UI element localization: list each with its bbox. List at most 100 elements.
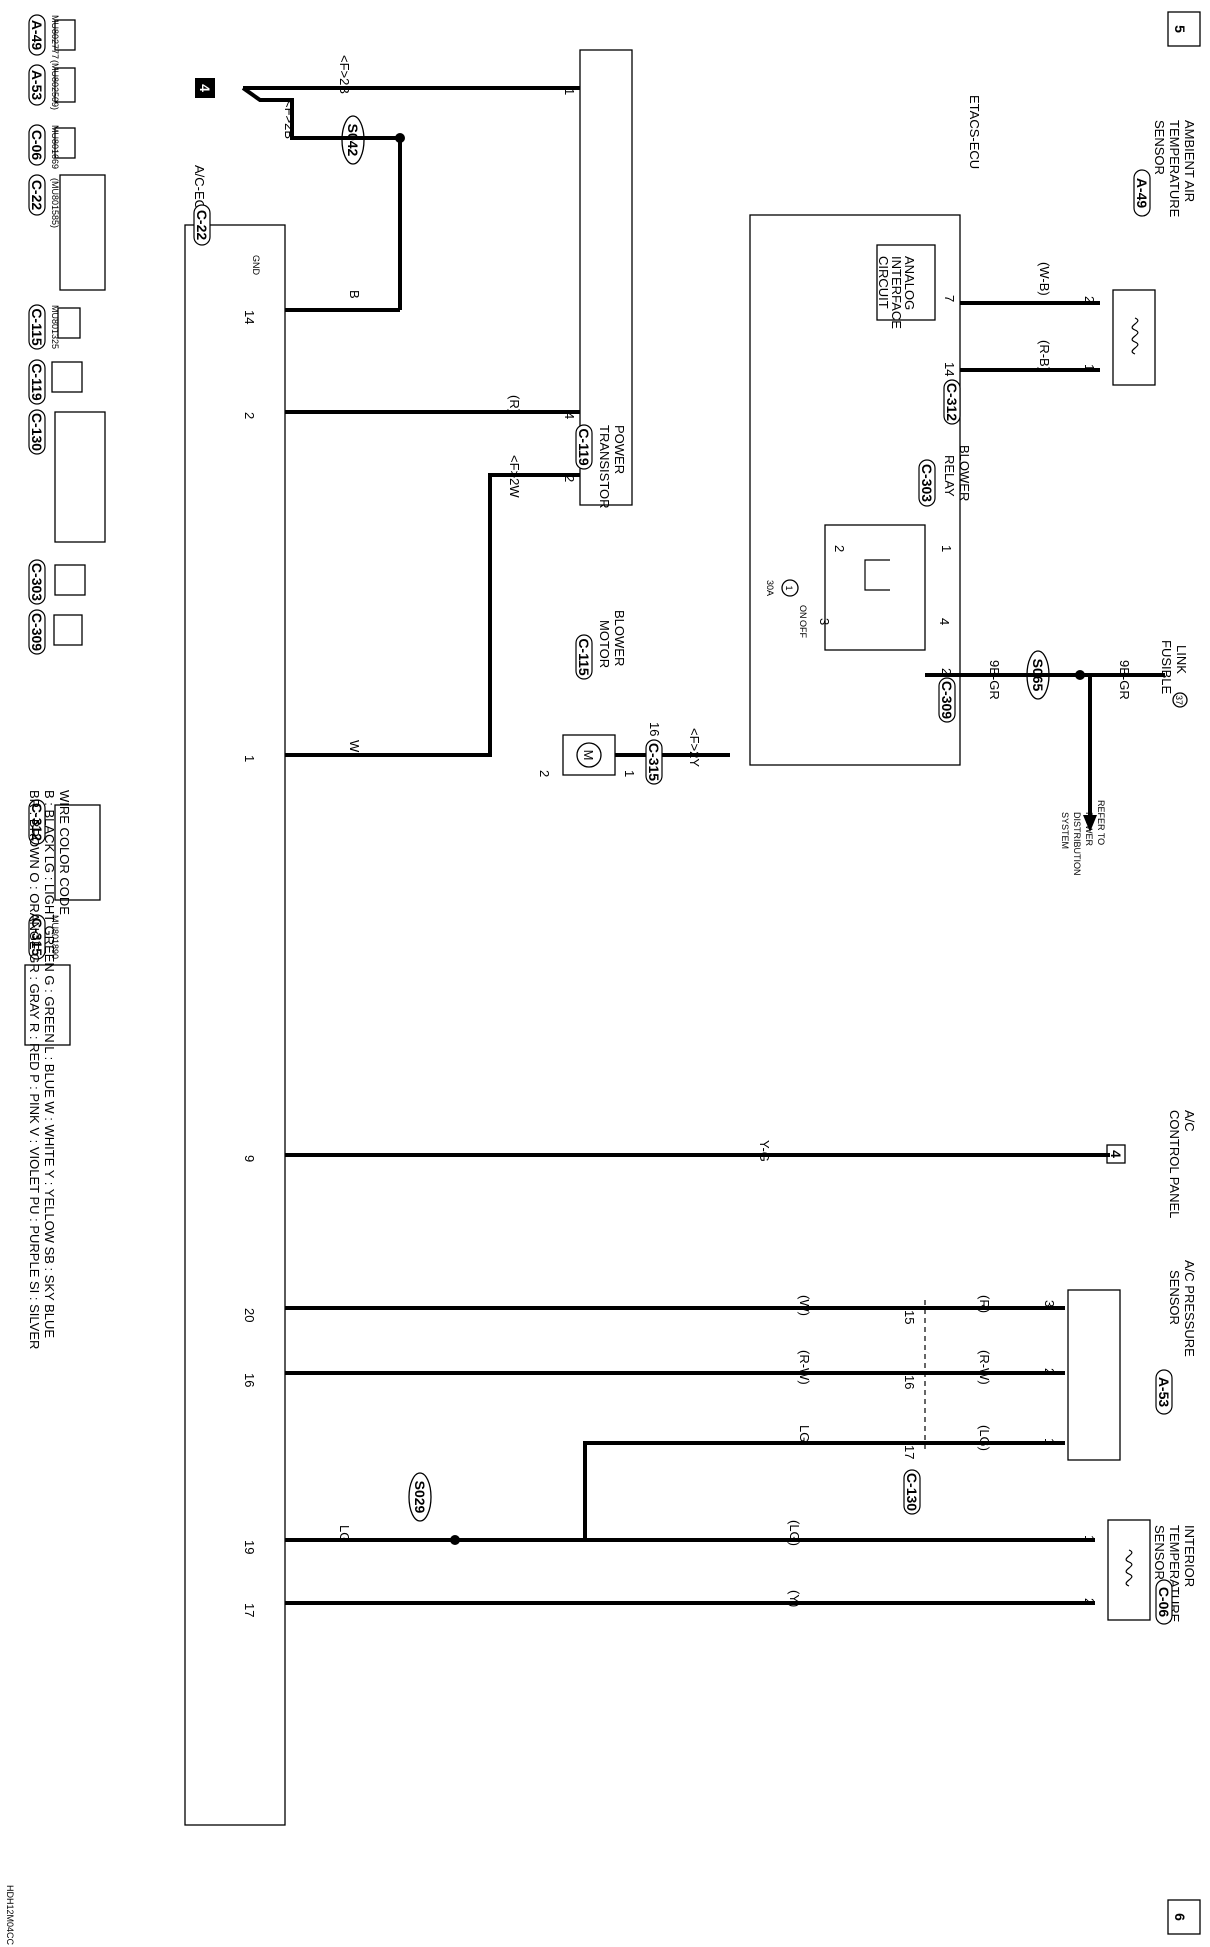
svg-text:SYSTEM: SYSTEM bbox=[1060, 812, 1070, 849]
svg-text:4: 4 bbox=[197, 84, 213, 92]
svg-text:16: 16 bbox=[242, 1373, 257, 1387]
svg-text:BR : BROWN O : ORANGE GR :: BR : BROWN O : ORANGE GR : GRAY R : RED … bbox=[27, 790, 42, 1349]
connector-c130: C-130 bbox=[903, 1469, 921, 1515]
wire-label-f2y: <F>2Y bbox=[687, 728, 702, 767]
wire-label-f2w: <F>2W bbox=[507, 455, 522, 498]
svg-text:1: 1 bbox=[1082, 364, 1097, 371]
svg-text:2: 2 bbox=[242, 412, 257, 419]
svg-text:A-53: A-53 bbox=[29, 70, 45, 101]
svg-text:LINK: LINK bbox=[1174, 645, 1189, 674]
svg-text:A-49: A-49 bbox=[1134, 178, 1150, 209]
svg-text:CONTROL PANEL: CONTROL PANEL bbox=[1167, 1110, 1182, 1218]
svg-text:REFER TO: REFER TO bbox=[1096, 800, 1106, 845]
legend-a-49: A-49 MU802777 bbox=[28, 14, 76, 59]
svg-text:ETACS-ECU: ETACS-ECU bbox=[967, 95, 982, 169]
svg-text:6: 6 bbox=[1172, 1913, 1188, 1921]
svg-text:AMBIENT AIR: AMBIENT AIR bbox=[1182, 120, 1197, 202]
svg-text:20: 20 bbox=[242, 1308, 257, 1322]
fusible-link: FUSIBLE LINK 37 bbox=[1150, 640, 1189, 708]
svg-text:MOTOR: MOTOR bbox=[597, 620, 612, 668]
legend-c-303: C-303 bbox=[28, 559, 86, 605]
page-number-5: 5 bbox=[1167, 11, 1201, 47]
ground-wire bbox=[241, 86, 400, 140]
wire-label-w-paren: (W) bbox=[797, 1295, 812, 1316]
c315-pin-16: 16 bbox=[647, 722, 662, 736]
figure-code: HDH12M04CC bbox=[5, 1885, 15, 1946]
wire-label-lg-paren-a: (LG) bbox=[977, 1425, 992, 1451]
legend-c-119: C-119 bbox=[28, 359, 83, 405]
svg-text:C-119: C-119 bbox=[576, 428, 592, 466]
wire-label-f2b-top: <F>2B bbox=[337, 55, 352, 94]
svg-text:9: 9 bbox=[242, 1155, 257, 1162]
svg-text:CIRCUIT: CIRCUIT bbox=[876, 256, 891, 309]
svg-text:C-309: C-309 bbox=[29, 613, 45, 651]
svg-text:1: 1 bbox=[242, 755, 257, 762]
svg-text:S042: S042 bbox=[345, 124, 361, 157]
svg-text:INTERFACE: INTERFACE bbox=[889, 256, 904, 329]
svg-text:S029: S029 bbox=[412, 1481, 428, 1514]
svg-text:ON: ON bbox=[798, 605, 808, 619]
wire-lg-17 bbox=[285, 1441, 1065, 1542]
legend-c-309: C-309 bbox=[28, 609, 83, 655]
svg-text:C-312: C-312 bbox=[944, 383, 960, 421]
svg-text:MU801890: MU801890 bbox=[50, 915, 60, 959]
svg-text:14: 14 bbox=[242, 310, 257, 324]
svg-text:5: 5 bbox=[1172, 25, 1188, 33]
svg-text:1: 1 bbox=[562, 88, 577, 95]
wire-label-9b-gr-a: 9B-GR bbox=[987, 660, 1002, 700]
svg-text:C-303: C-303 bbox=[919, 464, 935, 502]
svg-text:1: 1 bbox=[1042, 1438, 1057, 1445]
wire-label-r-b: (R-B) bbox=[1037, 340, 1052, 371]
svg-text:FUSIBLE: FUSIBLE bbox=[1159, 640, 1174, 695]
svg-text:A-53: A-53 bbox=[1156, 1377, 1172, 1408]
svg-text:C-119: C-119 bbox=[29, 363, 45, 401]
svg-text:C-315: C-315 bbox=[29, 918, 45, 956]
svg-text:2: 2 bbox=[832, 545, 847, 552]
wire-label-rw-a: (R-W) bbox=[977, 1350, 992, 1385]
svg-text:SENSOR: SENSOR bbox=[1152, 1525, 1167, 1580]
interior-temperature-sensor: INTERIOR TEMPERATURE SENSOR C-06 1 2 bbox=[1082, 1519, 1197, 1625]
svg-text:S065: S065 bbox=[1030, 659, 1046, 692]
svg-text:2: 2 bbox=[1042, 1368, 1057, 1375]
splice-s029: S029 bbox=[408, 1472, 460, 1545]
svg-text:37: 37 bbox=[1174, 695, 1184, 705]
svg-text:2: 2 bbox=[1082, 296, 1097, 303]
connector-legend: A-49 MU802777 A-53 (MU802509) C-06 MU801… bbox=[24, 14, 106, 1046]
svg-text:M: M bbox=[581, 750, 596, 761]
wire-label-lg-paren-b: (LG) bbox=[787, 1520, 802, 1546]
wire-color-code: WIRE COLOR CODE B : BLACK LG : LIGHT GRE… bbox=[27, 790, 72, 1349]
svg-text:OFF: OFF bbox=[798, 620, 808, 638]
blower-motor: M BLOWER MOTOR C-115 1 2 bbox=[537, 610, 637, 777]
svg-text:A/C PRESSURE: A/C PRESSURE bbox=[1182, 1260, 1197, 1357]
wire-label-f2b-mid: <F>2B bbox=[282, 100, 297, 139]
svg-text:MU801325: MU801325 bbox=[50, 305, 60, 349]
wire-label-y-g: Y-G bbox=[757, 1140, 772, 1162]
power-distribution-note: REFER TO POWER DISTRIBUTION SYSTEM bbox=[1060, 800, 1106, 876]
svg-text:RELAY: RELAY bbox=[942, 455, 957, 497]
legend-c-115: C-115 MU801325 bbox=[28, 304, 81, 350]
wire-label-w: W bbox=[347, 740, 362, 753]
connector-c309: C-309 bbox=[938, 677, 956, 723]
svg-text:B : BLACK LG : LIGHT GREEN: B : BLACK LG : LIGHT GREEN G : GREEN L :… bbox=[42, 790, 57, 1338]
wire-label-lg-b: LG bbox=[337, 1525, 352, 1542]
blower-relay: BLOWER RELAY C-303 1 30A ON OFF 1 2 3 4 bbox=[765, 445, 972, 651]
svg-text:C-22: C-22 bbox=[194, 210, 210, 241]
wire-label-9b-gr-b: 9B-GR bbox=[1117, 660, 1132, 700]
splice-s065: S065 bbox=[1026, 650, 1085, 700]
ac-ecu: A/C-ECU C-22 GND 14 2 1 9 20 16 19 17 bbox=[184, 165, 286, 1826]
svg-text:2: 2 bbox=[562, 475, 577, 482]
svg-text:WIRE COLOR CODE: WIRE COLOR CODE bbox=[57, 790, 72, 915]
power-distribution-arrow bbox=[1083, 815, 1097, 832]
svg-text:C-315: C-315 bbox=[646, 743, 662, 781]
svg-text:C-22: C-22 bbox=[29, 180, 45, 211]
wire-label-r-paren: (R) bbox=[977, 1295, 992, 1313]
svg-text:1: 1 bbox=[784, 585, 794, 590]
svg-text:GND: GND bbox=[251, 255, 261, 276]
legend-a-53: A-53 (MU802509) bbox=[28, 60, 76, 110]
svg-text:(MU801585): (MU801585) bbox=[50, 178, 60, 228]
svg-text:1: 1 bbox=[622, 770, 637, 777]
connector-c315: C-315 bbox=[645, 739, 663, 785]
c130-pin-17: 17 bbox=[902, 1445, 917, 1459]
